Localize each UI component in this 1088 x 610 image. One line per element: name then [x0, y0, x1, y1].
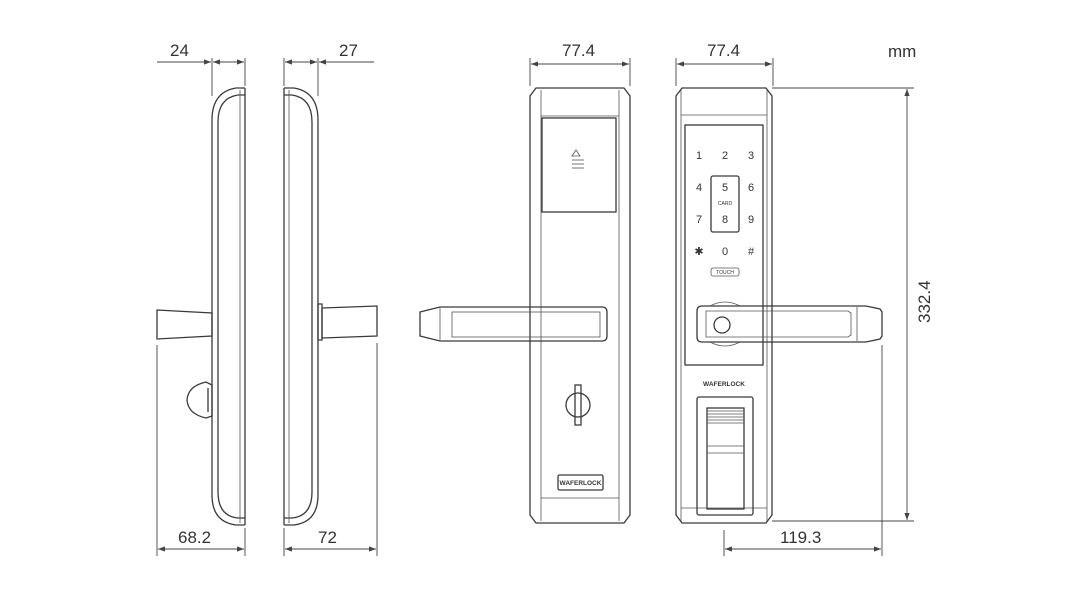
key-9[interactable]: 9	[748, 214, 754, 226]
keypad-panel	[684, 124, 764, 366]
thumb-turn-icon	[565, 392, 591, 418]
dim-72: 72	[283, 343, 378, 556]
touch-label: TOUCH	[716, 270, 734, 276]
key-2[interactable]: 2	[722, 150, 728, 162]
dim-front-width-label: 77.4	[707, 41, 740, 60]
dim-27-label: 27	[339, 41, 358, 60]
side-view-right	[283, 87, 378, 526]
dim-68-2-label: 68.2	[178, 528, 211, 547]
dim-front-width: 77.4	[675, 41, 774, 86]
dim-back-width-label: 77.4	[562, 41, 595, 60]
dim-back-width: 77.4	[529, 41, 631, 86]
unit-label: mm	[888, 42, 916, 61]
back-view: WAFERLOCK	[419, 87, 631, 524]
key-8[interactable]: 8	[722, 214, 728, 226]
fingerprint-button-icon	[713, 316, 731, 334]
front-logo: WAFERLOCK	[703, 381, 745, 388]
dim-handle-length: 119.3	[723, 345, 883, 556]
card-label: CARD	[718, 201, 733, 207]
dim-24-label: 24	[170, 41, 189, 60]
key-4[interactable]: 4	[696, 182, 702, 194]
key-star[interactable]: ✱	[694, 246, 703, 258]
dim-handle-length-label: 119.3	[780, 528, 821, 547]
battery-slot-icon	[571, 149, 584, 169]
dim-72-label: 72	[318, 528, 337, 547]
key-hash[interactable]: #	[748, 246, 755, 258]
fingerprint-sensor-icon	[707, 410, 744, 454]
dim-height: 332.4	[772, 87, 934, 522]
key-1[interactable]: 1	[696, 150, 702, 162]
dim-24: 24	[157, 41, 246, 96]
dim-68-2: 68.2	[156, 345, 246, 556]
back-logo: WAFERLOCK	[560, 480, 602, 487]
dim-27: 27	[283, 41, 374, 96]
keypad: 1 2 3 4 5 6 7 8 9 ✱ 0 # CARD TOUCH	[694, 150, 755, 277]
front-view: 1 2 3 4 5 6 7 8 9 ✱ 0 # CARD TOUCH WAFER…	[675, 87, 883, 524]
key-7[interactable]: 7	[696, 214, 702, 226]
key-3[interactable]: 3	[748, 150, 754, 162]
fingerprint-sensor-housing	[696, 396, 754, 516]
dim-height-label: 332.4	[915, 280, 934, 323]
side-view-left	[156, 87, 246, 526]
key-6[interactable]: 6	[748, 182, 754, 194]
key-5[interactable]: 5	[722, 182, 728, 194]
card-reader-area	[710, 175, 740, 233]
key-0[interactable]: 0	[722, 246, 728, 258]
